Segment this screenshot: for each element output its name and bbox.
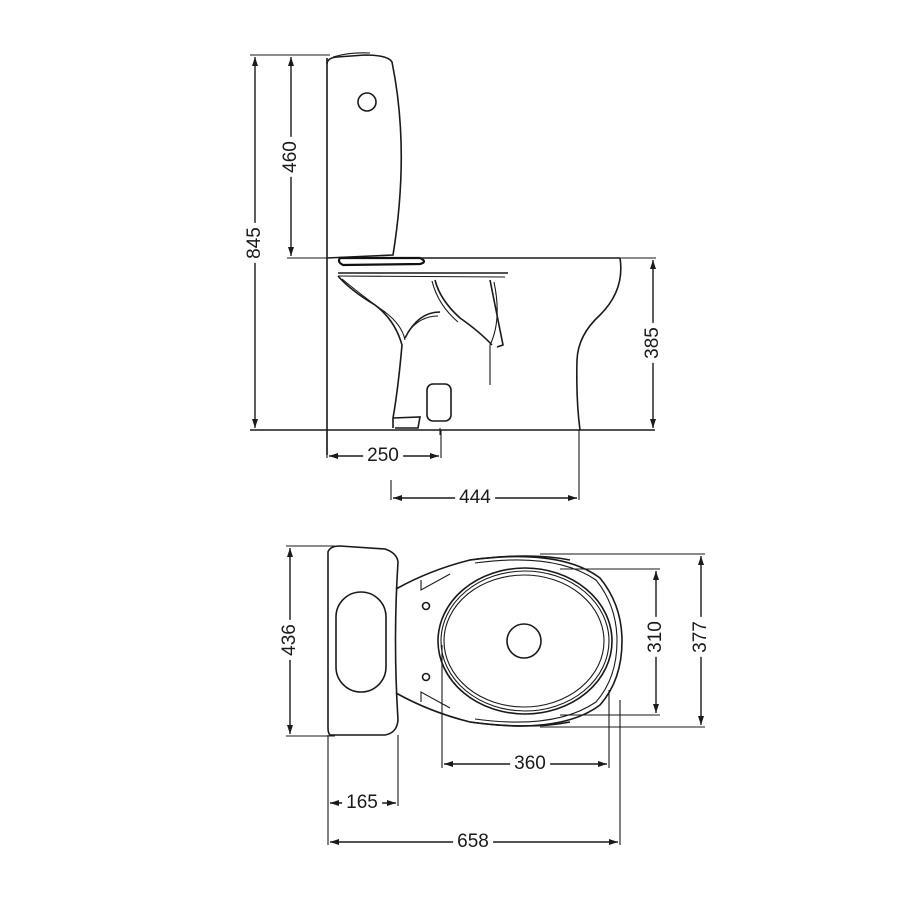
dim-label-bowl-width: 377: [690, 617, 711, 657]
dim-label-front-distance: 444: [455, 488, 495, 508]
cistern-side: [326, 52, 403, 259]
dim-label-cistern-width: 436: [279, 620, 300, 660]
dim-label-total-length: 658: [453, 832, 493, 852]
top-view: [286, 545, 705, 845]
dim-label-cistern-height: 460: [280, 137, 301, 177]
side-view: [250, 52, 656, 501]
hinge-hole-icon: [421, 672, 431, 682]
bowl-front: [576, 257, 622, 431]
dim-label-seat-length: 360: [510, 754, 550, 774]
drain-hole-icon: [506, 623, 542, 659]
flush-button-icon: [357, 92, 377, 112]
outlet-icon: [426, 383, 452, 422]
dim-label-cistern-depth: 165: [342, 793, 382, 813]
seat-side: [337, 256, 620, 278]
dim-label-outlet-distance: 250: [363, 446, 403, 466]
dim-label-seat-width: 310: [645, 617, 666, 657]
hinge-hole-icon: [421, 601, 431, 611]
seat-outer-ring: [437, 567, 613, 715]
cistern-top: [327, 545, 399, 736]
trap-pedestal: [337, 275, 504, 435]
cistern-lid-recess-icon: [335, 591, 387, 693]
dim-label-bowl-height: 385: [642, 323, 663, 363]
dim-label-total-height: 845: [244, 223, 265, 263]
